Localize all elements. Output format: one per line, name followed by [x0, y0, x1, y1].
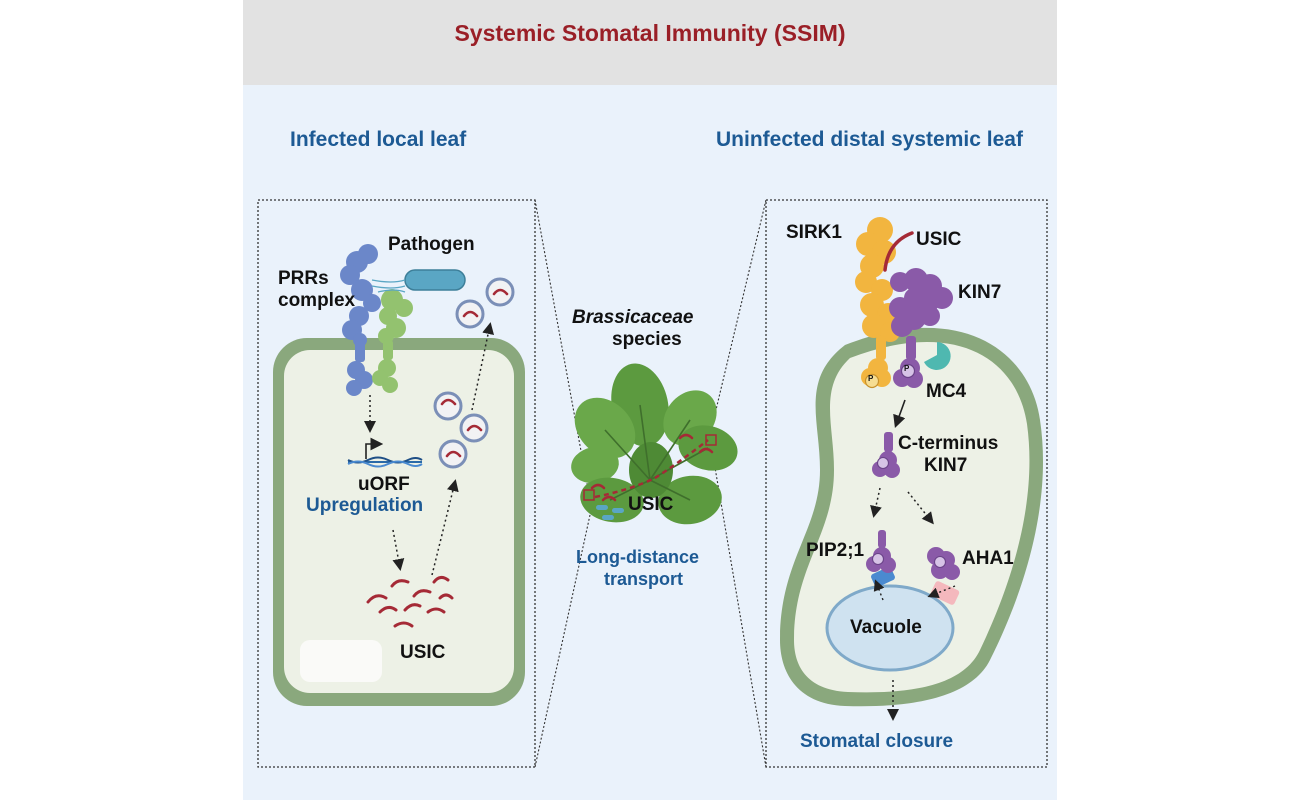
gene-to-peptide-arrow	[392, 529, 405, 571]
phospho-badge-kin7	[900, 363, 916, 379]
bacteria-on-leaf	[596, 505, 624, 520]
prrs-label-line1: PRRs	[278, 268, 329, 289]
sirk1-receptor	[855, 217, 900, 387]
phospho-badge-sirk1	[864, 373, 880, 389]
mc4-label: MC4	[926, 381, 967, 402]
uorf-gene	[347, 437, 423, 468]
local-leaf-heading: Infected local leaf	[290, 128, 467, 151]
usic-local-label: USIC	[400, 642, 446, 663]
usic-peptides-plant	[590, 433, 714, 502]
species-label-line1: Brassicaceae	[572, 307, 694, 328]
phospho-label-sirk1: P	[868, 374, 874, 383]
usic-peptide-bound	[883, 231, 914, 272]
local-leaf-frame	[257, 199, 536, 768]
cterm-label-line1: C-terminus	[898, 433, 999, 454]
systemic-leaf-heading: Uninfected distal systemic leaf	[716, 128, 1023, 151]
cleavage-arrow	[893, 399, 906, 429]
kin7-receptor	[889, 268, 953, 388]
phospho-label-kin7: P	[904, 364, 910, 373]
usic-bound-label: USIC	[916, 229, 962, 250]
kin7-label: KIN7	[958, 282, 1002, 303]
aha1-pump	[930, 581, 960, 605]
transport-label-line2: transport	[604, 569, 684, 589]
mc4-protease	[924, 342, 951, 370]
upregulation-label: Upregulation	[306, 495, 424, 516]
vacuole-label: Vacuole	[850, 617, 922, 638]
local-nucleus	[300, 640, 382, 682]
usic-plant-label: USIC	[628, 494, 674, 515]
peptide-to-vesicle-arrow	[431, 479, 459, 576]
phospho-badge-cterm	[876, 456, 890, 470]
species-label-line2: species	[612, 329, 682, 350]
aha1-label: AHA1	[962, 548, 1014, 569]
cterm-to-aha1-arrow	[907, 491, 934, 525]
cterm-label-line2: KIN7	[924, 455, 968, 476]
local-cell-interior	[284, 350, 514, 693]
stomatal-closure-label: Stomatal closure	[800, 731, 954, 752]
pathogen-cell	[404, 269, 466, 291]
pip21-label: PIP2;1	[806, 540, 865, 561]
vacuole	[825, 584, 955, 672]
systemic-leaf-frame	[765, 199, 1048, 768]
title-bar	[243, 0, 1057, 85]
usic-transport-path	[594, 439, 709, 499]
uorf-label: uORF	[358, 474, 410, 495]
water-flux-arrow	[873, 579, 885, 601]
usic-peptides-local	[366, 575, 454, 628]
transport-label-line1: Long-distance	[576, 547, 700, 567]
pathogen-flagella	[371, 279, 406, 293]
usic-vesicles-local	[433, 277, 515, 469]
prr-blue-receptor	[340, 244, 381, 396]
prr-green-receptor	[372, 289, 413, 393]
prrs-label-line2: complex	[278, 290, 356, 311]
sirk1-label: SIRK1	[786, 222, 842, 243]
diagram-title: Systemic Stomatal Immunity (SSIM)	[454, 20, 846, 46]
pathogen-label: Pathogen	[388, 234, 475, 255]
